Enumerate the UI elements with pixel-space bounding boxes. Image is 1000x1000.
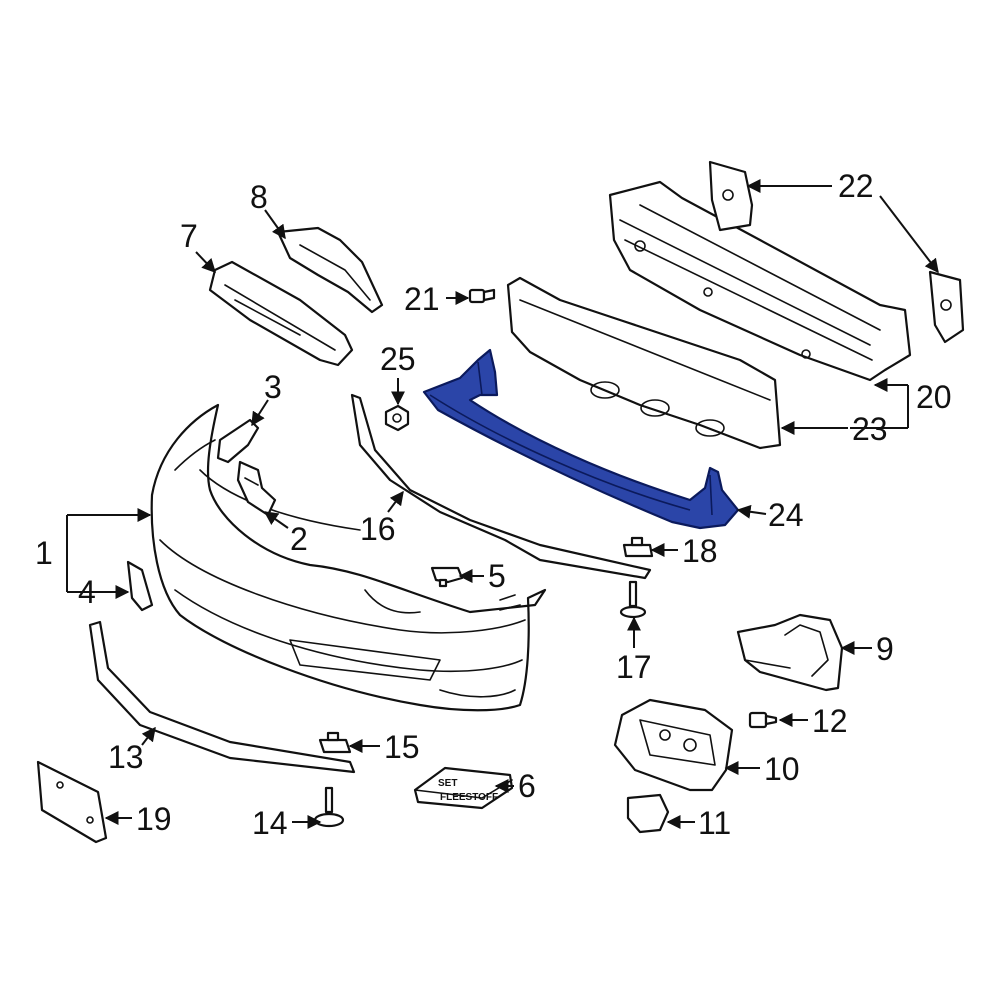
label-6-line2: FLEESTOFF xyxy=(440,792,498,803)
part-14-pin[interactable] xyxy=(313,786,345,828)
part-11-cap[interactable] xyxy=(626,793,670,834)
part-22-mount-plate-left[interactable] xyxy=(708,160,754,232)
callout-12: 12 xyxy=(812,703,848,739)
label-6-line1: SET xyxy=(438,778,457,789)
callout-22: 22 xyxy=(838,168,874,204)
part-21-bolt[interactable] xyxy=(468,288,496,304)
callout-7: 7 xyxy=(180,218,198,254)
callout-10: 10 xyxy=(764,751,800,787)
part-1-bumper-cover[interactable] xyxy=(150,403,547,712)
leader-lines xyxy=(66,179,939,829)
part-25-nut[interactable] xyxy=(384,404,410,432)
callout-1: 1 xyxy=(35,535,53,571)
callout-15: 15 xyxy=(384,729,420,765)
part-19-plate-bracket[interactable] xyxy=(36,760,108,844)
part-6-label[interactable]: SET FLEESTOFF xyxy=(413,766,514,810)
part-12-bolt[interactable] xyxy=(748,711,778,729)
part-4-tab[interactable] xyxy=(126,560,154,612)
part-3-clip[interactable] xyxy=(216,418,260,464)
part-17-pin[interactable] xyxy=(619,580,647,619)
callout-17: 17 xyxy=(616,649,652,685)
part-18-clip[interactable] xyxy=(622,536,654,558)
callout-16: 16 xyxy=(360,511,396,547)
callout-24: 24 xyxy=(768,497,804,533)
callout-2: 2 xyxy=(290,521,308,557)
callout-labels: 1 2 3 4 5 6 7 8 9 10 11 12 13 14 15 16 1… xyxy=(35,168,952,841)
part-23-foam-absorber[interactable] xyxy=(506,276,782,450)
part-13-trim-strip[interactable] xyxy=(88,620,356,774)
callout-21: 21 xyxy=(404,281,440,317)
callout-5: 5 xyxy=(488,558,506,594)
part-24-support-bar-highlighted[interactable] xyxy=(422,348,740,530)
part-16-upper-strip[interactable] xyxy=(350,393,652,580)
part-22-mount-plate-right[interactable] xyxy=(928,270,965,344)
part-9-lamp-housing[interactable] xyxy=(736,613,844,692)
callout-19: 19 xyxy=(136,801,172,837)
part-10-fog-lamp[interactable] xyxy=(613,698,734,792)
callout-6: 6 xyxy=(518,768,536,804)
callout-3: 3 xyxy=(264,369,282,405)
part-15-clip[interactable] xyxy=(318,731,352,754)
callout-11: 11 xyxy=(698,805,731,841)
part-2-bracket[interactable] xyxy=(236,460,277,517)
part-20-reinforcement-beam[interactable] xyxy=(608,180,912,382)
callout-20: 20 xyxy=(916,379,952,415)
callout-25: 25 xyxy=(380,341,416,377)
callout-18: 18 xyxy=(682,533,718,569)
callout-13: 13 xyxy=(108,739,144,775)
callout-14: 14 xyxy=(252,805,288,841)
callout-9: 9 xyxy=(876,631,894,667)
callout-8: 8 xyxy=(250,179,268,215)
part-7-absorber[interactable] xyxy=(208,260,354,367)
part-8-bracket[interactable] xyxy=(276,226,384,314)
callout-23: 23 xyxy=(852,411,888,447)
callout-4: 4 xyxy=(78,574,96,610)
part-5-clip[interactable] xyxy=(430,566,464,588)
